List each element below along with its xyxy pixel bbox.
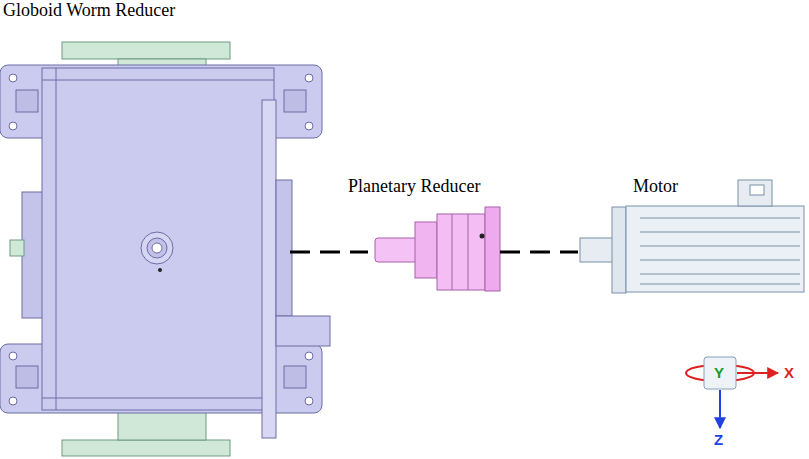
axis-triad [686,357,778,428]
pin [10,240,24,256]
housing-edge [42,398,274,399]
flange [612,207,626,293]
flange [62,440,230,456]
flange [485,207,500,291]
side-boss [22,192,44,318]
slot [16,366,38,388]
side-boss [276,180,292,316]
connector-plug [750,185,764,195]
axis-box [704,357,736,389]
housing-edge [42,80,274,81]
node-title: Globoid Worm Reducer [3,0,175,20]
dashed-coupling-line [500,251,578,254]
hub [118,410,206,440]
marker-dot [158,268,162,272]
shaft [580,238,614,262]
rib [452,214,453,290]
motor-drawing [580,180,804,293]
side-plate [262,100,276,438]
bolt-hole [9,122,17,130]
motor-body [626,206,804,292]
slot [284,366,306,388]
node-title: Planetary Reducer [348,176,480,196]
worm-reducer-drawing [0,42,330,456]
fin [640,218,800,219]
fin [640,274,800,275]
shaft-end [141,232,173,264]
fin [640,284,800,285]
gear-body [437,214,485,290]
shaft-bore [152,243,162,253]
slot [16,90,38,112]
bolt-hole [305,122,313,130]
housing-edge [56,68,57,410]
bolt-hole [305,74,313,82]
node-title: Motor [633,176,678,196]
bolt-hole [305,352,313,360]
bolt-hole [9,74,17,82]
flange [62,42,230,59]
marker-dot [480,234,485,239]
shaft-end [147,238,167,258]
reducer-node: Globoid Worm Reducer [0,0,290,455]
bolt-hole [9,397,17,405]
axis-label: X [784,365,794,381]
axis-label: Z [714,432,723,448]
planetary-reducer-drawing [375,207,500,291]
housing [42,68,274,410]
axis-label: Y [714,365,724,381]
fin [640,232,800,233]
bolt-hole [305,397,313,405]
connector-box [738,180,772,206]
shaft [375,238,417,262]
reducer-node: Planetary Reducer [368,176,500,292]
motor-node: Motor [578,176,806,292]
dashed-coupling-line [290,251,368,254]
hub [415,222,437,278]
fin [640,260,800,261]
bolt-hole [9,352,17,360]
rib [468,214,469,290]
fin [640,246,800,247]
z-axis-arrow [719,390,721,428]
tab [276,316,330,346]
slot [284,90,306,112]
x-axis-arrow [737,372,778,374]
